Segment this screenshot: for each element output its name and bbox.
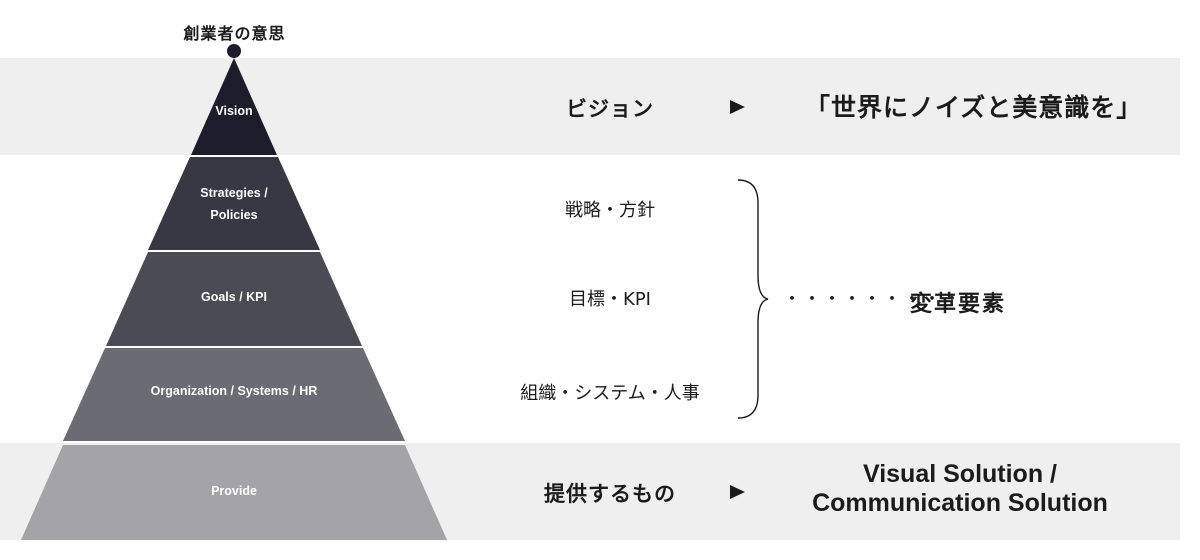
solution-statement: Visual Solution / Communication Solution [790,460,1130,518]
middle-item-strategy: 戦略・方針 [565,200,655,221]
middle-item-goals: 目標・KPI [569,289,651,310]
vision-row-band [0,58,1180,155]
pyramid-tier-organization [63,348,405,441]
tier-label-vision: Vision [184,100,284,122]
tier-label-provide: Provide [164,480,304,502]
provide-arrow-icon [730,485,745,499]
tier-label-line: Provide [211,484,257,498]
apex-dot [227,44,241,58]
pyramid-tier-strategies [148,157,320,250]
tier-label-line: Organization / Systems / HR [150,384,318,398]
tier-label-line: Strategies / [200,186,268,200]
provide-row-label: 提供するもの [544,482,676,506]
founder-intent-label: 創業者の意思 [183,24,286,43]
tier-label-strategies: Strategies / Policies [164,182,304,226]
pyramid-tier-vision [191,58,277,155]
pyramid-diagram [21,44,447,540]
curly-brace-icon [737,179,769,419]
vision-statement: 「世界にノイズと美意識を」 [805,93,1143,122]
solution-line: Visual Solution / [862,460,1057,488]
leader-dots: ・・・・・・・・・・ [783,289,983,310]
pyramid-tier-goals [106,252,362,346]
vision-row-label: ビジョン [566,97,654,121]
tier-label-line: Policies [210,208,258,222]
solution-line: Communication Solution [812,489,1108,517]
middle-item-organization: 組織・システム・人事 [520,383,700,404]
tier-label-goals: Goals / KPI [164,286,304,308]
reform-elements-label: 変革要素 [910,292,1007,317]
tier-label-organization: Organization / Systems / HR [114,380,354,402]
vision-arrow-icon [730,100,745,114]
pyramid-tier-provide [21,445,447,540]
tier-label-line: Goals / KPI [201,290,267,304]
tier-label-line: Vision [215,104,253,118]
